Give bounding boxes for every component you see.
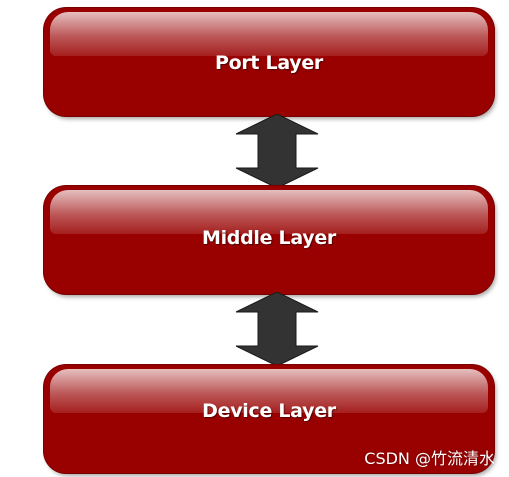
device-layer-label: Device Layer [202, 400, 336, 422]
box-gloss [50, 190, 488, 234]
box-gloss [50, 369, 488, 413]
box-gloss [50, 12, 488, 56]
double-arrow-icon [235, 292, 319, 366]
watermark-text: CSDN @竹流清水 [364, 449, 495, 468]
port-layer-label: Port Layer [214, 52, 324, 74]
middle-layer-box: Middle Layer [44, 186, 494, 294]
port-layer-box: Port Layer [44, 8, 494, 116]
device-layer-box: Device Layer [44, 365, 494, 473]
middle-layer-label: Middle Layer [201, 227, 337, 249]
double-arrow-icon [235, 114, 319, 188]
